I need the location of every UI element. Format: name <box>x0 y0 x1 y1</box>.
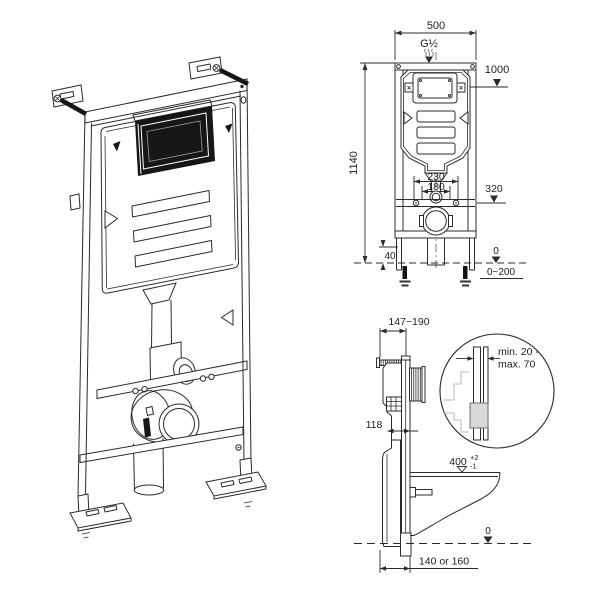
dim-outlet-label: 140 or 160 <box>419 556 469 568</box>
detail-wall-max-label: max. 70 <box>498 359 536 371</box>
floor-level: 0 <box>354 526 536 544</box>
wall-bracket-right <box>188 56 250 89</box>
right-wedge-mark <box>225 123 233 133</box>
fixing-stud <box>409 487 433 498</box>
dim-rim-label: 400 <box>449 456 467 468</box>
cistern-profile <box>382 362 402 441</box>
water-connection-marker: G½ <box>420 38 438 63</box>
cistern-slots <box>131 190 213 268</box>
dim-bracket-label: 147~190 <box>388 316 429 328</box>
dim-bolt-outer-label: 230 <box>427 171 445 183</box>
corner-wedge-icon <box>220 309 234 326</box>
floor-level <box>354 262 526 287</box>
left-wedge-mark <box>113 141 121 152</box>
dim-top-label: 1000 <box>485 64 509 76</box>
dim-bracket-range: 147~190 <box>379 316 430 358</box>
foot-left <box>69 493 132 539</box>
isometric-view <box>51 56 267 539</box>
drain-clamp <box>130 389 200 445</box>
dim-rim-height: 400 +2 -1 <box>449 453 479 474</box>
corner-wedge-icon <box>104 210 119 230</box>
flush-bend <box>382 439 401 547</box>
dim-flush-label: 320 <box>485 183 503 195</box>
foot-range-label: 0~200 <box>487 267 516 278</box>
front-elevation-view: 500 G½ 1000 1140 <box>348 20 526 287</box>
wall-bracket-left <box>51 84 88 117</box>
toilet-bowl <box>410 472 501 536</box>
dim-base-40: 40 <box>379 240 398 270</box>
frame-rails <box>69 78 252 499</box>
dim-depth-label: 118 <box>366 419 383 431</box>
flush-elbow <box>396 190 475 207</box>
dim-height-label: 1140 <box>348 151 360 175</box>
level-zero-label: 0 <box>493 246 499 257</box>
dim-depth-118: 118 <box>366 419 418 434</box>
protection-box <box>409 366 426 403</box>
dim-bolts: 230 180 <box>413 171 459 199</box>
frame-profile <box>400 355 412 557</box>
detail-circle: min. 20 - max. 70 <box>439 333 555 449</box>
protection-box-detail <box>469 402 489 429</box>
wall-hatch <box>473 346 481 441</box>
lower-rail <box>79 426 244 464</box>
foot-right <box>205 457 267 508</box>
detail-wall-min-label: min. 20 - <box>498 346 539 358</box>
drain-socket <box>419 206 453 266</box>
water-connection-label: G½ <box>420 38 438 50</box>
dim-rim-tol-minus: -1 <box>470 462 477 471</box>
cistern-front <box>400 69 471 191</box>
dim-bolt-inner-label: 180 <box>427 181 445 193</box>
side-section-view: 147~190 <box>354 316 555 573</box>
support-rail <box>96 360 248 400</box>
level-zero-label: 0 <box>485 526 491 537</box>
dim-width-500: 500 <box>394 20 477 60</box>
dim-flush-320: 320 <box>477 183 506 204</box>
dim-rim-tol-plus: +2 <box>470 453 479 462</box>
dim-width-label: 500 <box>427 20 445 32</box>
dim-base-label: 40 <box>384 251 396 262</box>
foot-adjust-range: 0 0~200 <box>480 246 523 279</box>
dim-outlet: 140 or 160 <box>379 550 478 573</box>
dim-height-1140: 1140 <box>348 62 395 263</box>
